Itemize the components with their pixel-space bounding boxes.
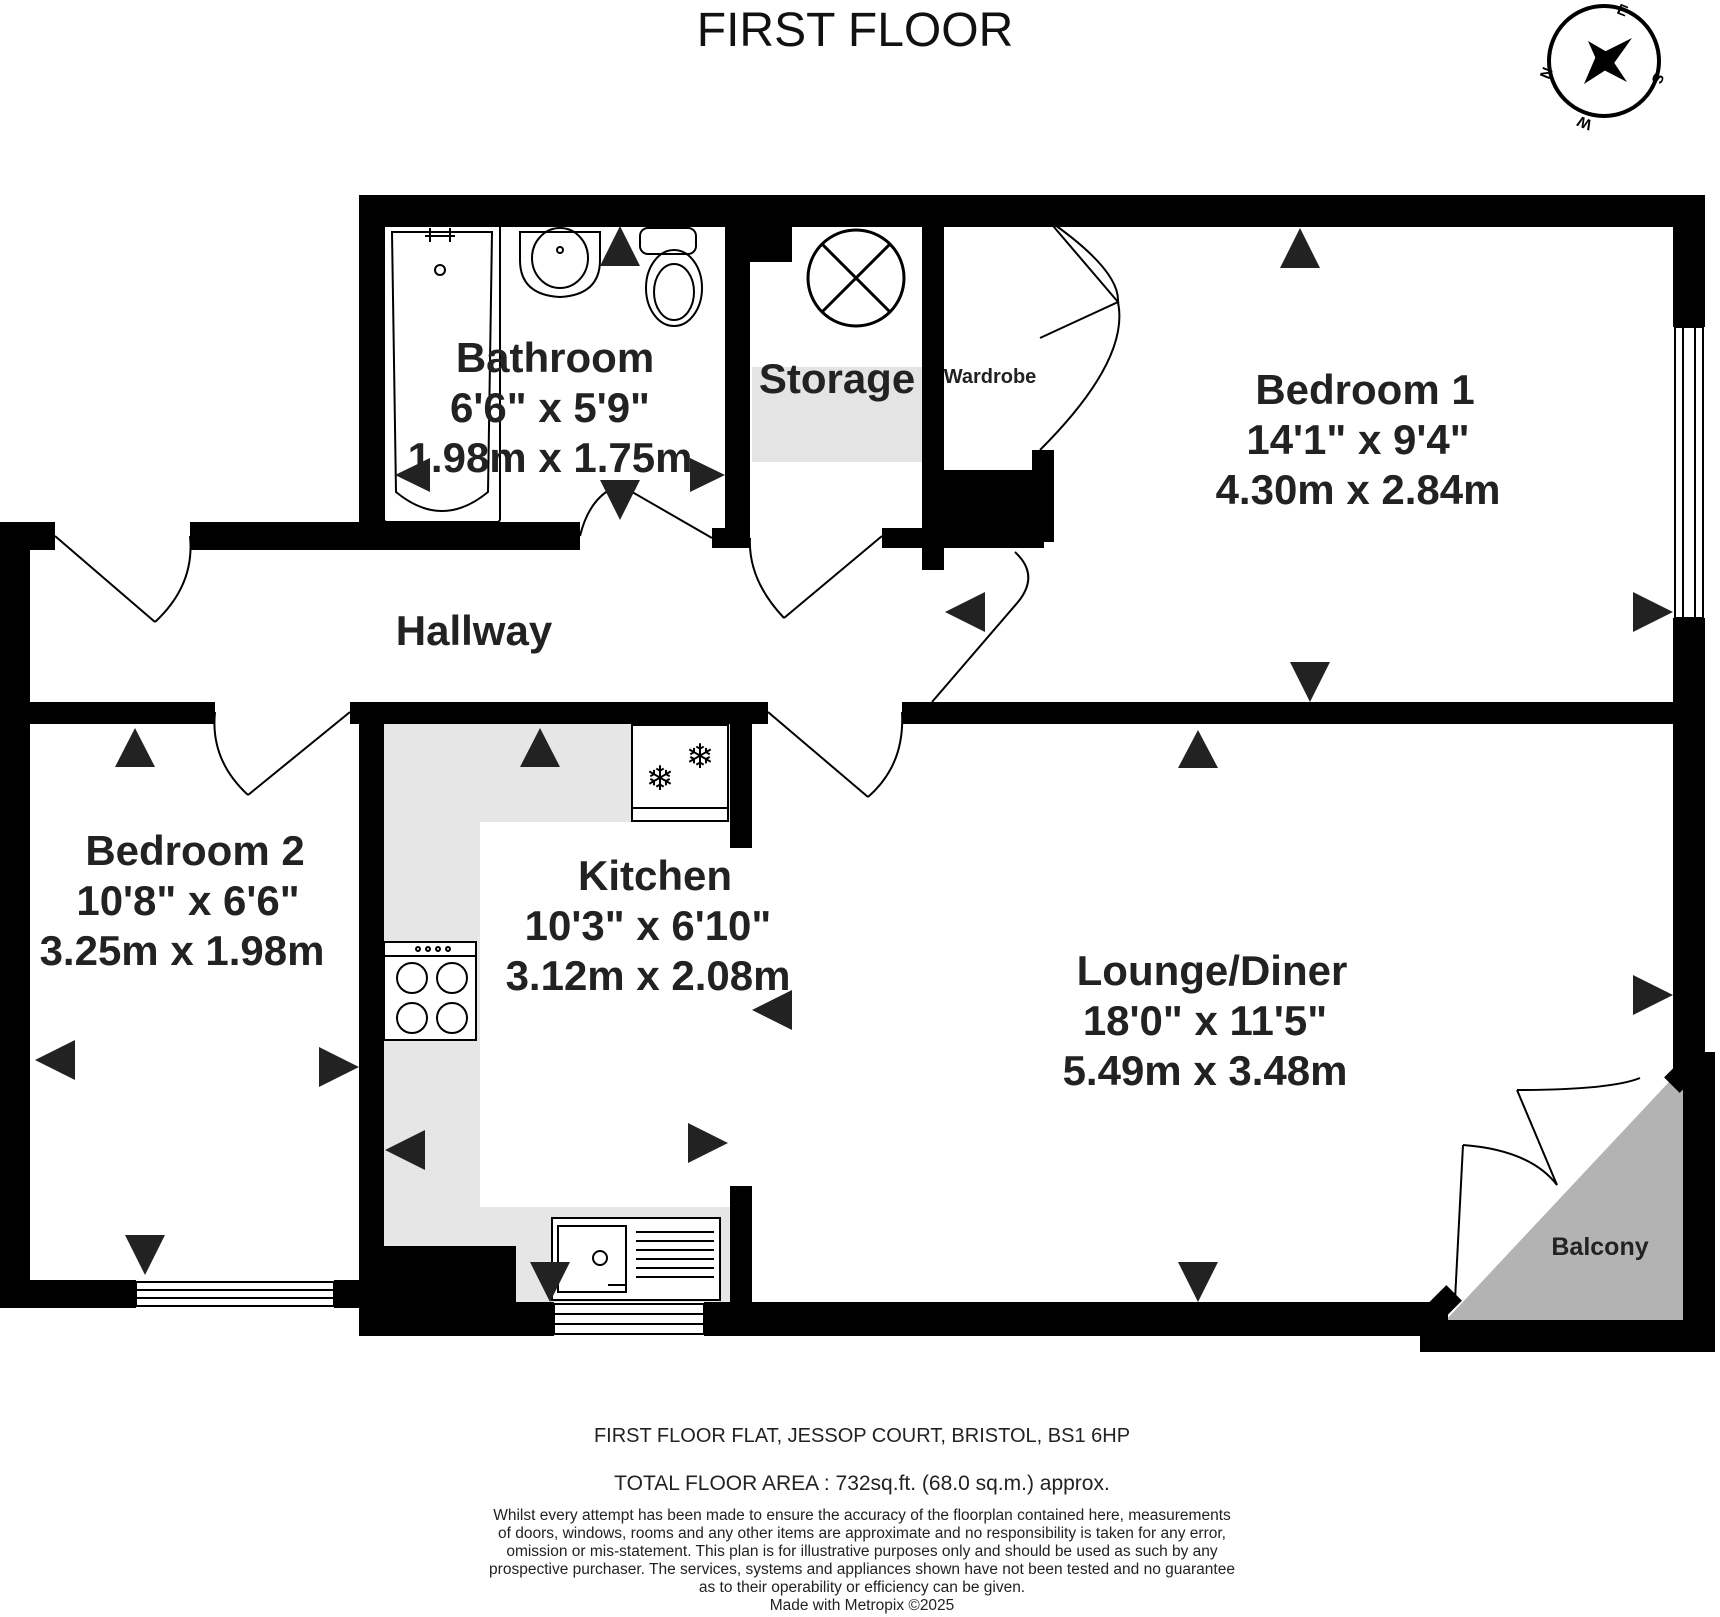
fridge-freezer-icon: ❄ ❄ <box>631 724 729 822</box>
compass-icon: N E S W <box>1537 1 1667 133</box>
footer-credit: Made with Metropix ©2025 <box>770 1597 955 1614</box>
kitchen-sink-icon <box>551 1217 721 1301</box>
walls <box>0 195 1715 1352</box>
windows <box>135 326 1704 1335</box>
footer-disclaimer: Whilst every attempt has been made to en… <box>489 1507 1235 1596</box>
svg-text:3.12m x 2.08m: 3.12m x 2.08m <box>506 952 791 999</box>
svg-text:10'3" x 6'10": 10'3" x 6'10" <box>525 902 772 949</box>
svg-text:❄: ❄ <box>646 760 675 798</box>
svg-text:10'8" x 6'6": 10'8" x 6'6" <box>76 877 299 924</box>
svg-text:❄: ❄ <box>686 738 715 776</box>
window-bedroom2 <box>135 1281 335 1307</box>
balcony-floor <box>1431 1067 1683 1336</box>
svg-text:1.98m x 1.75m: 1.98m x 1.75m <box>408 434 693 481</box>
room-label-bedroom1: Bedroom 1 14'1" x 9'4" 4.30m x 2.84m <box>1216 366 1501 513</box>
svg-text:prospective purchaser. The ser: prospective purchaser. The services, sys… <box>489 1561 1235 1578</box>
bath-icon <box>383 221 501 523</box>
svg-text:Bathroom: Bathroom <box>456 334 654 381</box>
room-label-bedroom2: Bedroom 2 10'8" x 6'6" 3.25m x 1.98m <box>40 827 325 974</box>
svg-text:Kitchen: Kitchen <box>578 852 732 899</box>
svg-text:18'0" x 11'5": 18'0" x 11'5" <box>1083 997 1327 1044</box>
hob-icon <box>383 941 477 1041</box>
plan-title: FIRST FLOOR <box>697 4 1013 57</box>
svg-text:5.49m x 3.48m: 5.49m x 3.48m <box>1063 1047 1348 1094</box>
room-label-kitchen: Kitchen 10'3" x 6'10" 3.12m x 2.08m <box>506 852 791 999</box>
sink-icon <box>519 227 601 299</box>
toilet-icon <box>639 227 703 327</box>
svg-text:3.25m x 1.98m: 3.25m x 1.98m <box>40 927 325 974</box>
storage-shelf <box>752 367 922 462</box>
compass-s: S <box>1648 71 1668 87</box>
room-label-lounge: Lounge/Diner 18'0" x 11'5" 5.49m x 3.48m <box>1063 947 1348 1094</box>
footer-area: TOTAL FLOOR AREA : 732sq.ft. (68.0 sq.m.… <box>614 1472 1110 1495</box>
room-label-wardrobe: Wardrobe <box>944 366 1037 388</box>
window-bedroom1 <box>1674 326 1704 619</box>
svg-text:Lounge/Diner: Lounge/Diner <box>1077 947 1348 994</box>
doors <box>54 219 1641 1301</box>
kitchen-floor <box>384 718 730 1302</box>
window-kitchen <box>553 1303 705 1335</box>
room-label-hallway: Hallway <box>396 607 553 654</box>
svg-text:4.30m x 2.84m: 4.30m x 2.84m <box>1216 466 1501 513</box>
room-label-bathroom: Bathroom 6'6" x 5'9" 1.98m x 1.75m <box>408 334 693 481</box>
dimension-markers <box>35 226 1673 1302</box>
room-label-storage: Storage <box>759 355 915 402</box>
room-label-balcony: Balcony <box>1551 1233 1648 1261</box>
svg-text:as to their operability or eff: as to their operability or efficiency ca… <box>699 1579 1025 1596</box>
svg-text:Bedroom 2: Bedroom 2 <box>85 827 304 874</box>
svg-text:Bedroom 1: Bedroom 1 <box>1255 366 1474 413</box>
svg-text:6'6" x 5'9": 6'6" x 5'9" <box>450 384 650 431</box>
svg-text:of doors, windows, rooms and a: of doors, windows, rooms and any other i… <box>498 1525 1226 1542</box>
svg-text:Whilst every attempt has been: Whilst every attempt has been made to en… <box>493 1507 1231 1524</box>
svg-text:omission or mis-statement. Thi: omission or mis-statement. This plan is … <box>506 1543 1218 1560</box>
svg-text:14'1" x 9'4": 14'1" x 9'4" <box>1246 416 1469 463</box>
boiler-icon <box>806 228 906 328</box>
footer-address: FIRST FLOOR FLAT, JESSOP COURT, BRISTOL,… <box>594 1425 1130 1447</box>
